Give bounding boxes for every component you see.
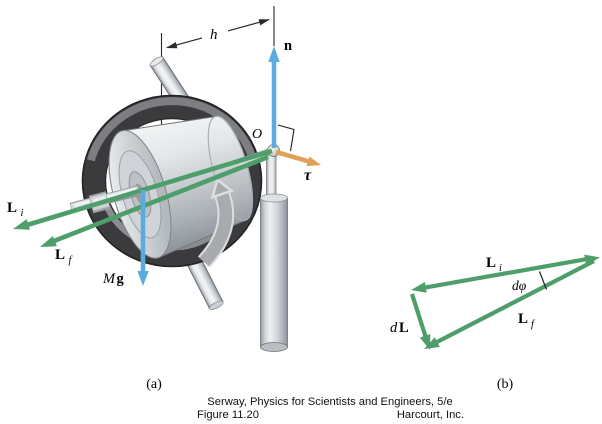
label-L-final-sub: f — [69, 255, 74, 266]
label-O: O — [252, 127, 262, 142]
label-n: n — [284, 38, 292, 54]
ring-inner-surface-top — [87, 97, 257, 162]
caption-publisher: Harcourt, Inc. — [397, 409, 464, 421]
label-L-final-b: L f — [518, 311, 536, 330]
weight-vector — [137, 190, 149, 286]
label-L-initial-b-sub: i — [499, 263, 502, 274]
label-L-final-b-sub: f — [531, 319, 536, 330]
label-Mg-M: M — [102, 271, 116, 287]
label-dphi: dφ — [512, 278, 527, 293]
panel-b-tag: (b) — [497, 377, 514, 392]
L-initial-vector — [13, 148, 273, 230]
pedestal-neck — [266, 154, 277, 199]
pedestal-column — [260, 197, 288, 348]
caption-figure-number: Figure 11.20 — [197, 409, 259, 421]
L-final-vector — [40, 154, 269, 247]
label-L-final: L f — [55, 247, 74, 266]
caption-source: Serway, Physics for Scientists and Engin… — [207, 396, 452, 408]
pedestal-bottom-cap — [260, 342, 288, 352]
label-dL: d L — [390, 320, 409, 336]
label-L-final-b-main: L — [518, 311, 528, 327]
torque-vector — [275, 149, 321, 167]
label-h: h — [210, 27, 218, 43]
spin-direction-arrow — [197, 177, 235, 268]
label-L-initial-b-main: L — [486, 255, 496, 271]
panel-a: h n O τ M g L i L f (a) — [7, 6, 321, 392]
panel-b: L i dφ L f d L (b) — [390, 254, 600, 392]
angle-tick — [538, 271, 548, 290]
label-L-initial-b: L i — [486, 255, 502, 274]
panel-a-tag: (a) — [146, 377, 162, 392]
pedestal-top-cap — [260, 193, 288, 203]
label-L-initial-main: L — [7, 200, 17, 216]
label-L-final-main: L — [55, 247, 65, 263]
pedestal — [260, 144, 288, 352]
h-arrowhead-right — [258, 19, 270, 26]
caption: Serway, Physics for Scientists and Engin… — [197, 396, 464, 421]
normal-force-vector — [268, 46, 280, 148]
label-Mg: M g — [102, 271, 125, 287]
gimbal-stub-top — [149, 56, 191, 108]
label-Mg-g: g — [117, 271, 125, 287]
h-label-backing — [202, 25, 228, 42]
label-dL-L: L — [399, 320, 409, 336]
dL-vector — [409, 293, 431, 350]
label-dL-d: d — [390, 320, 398, 336]
label-L-initial-sub: i — [21, 208, 24, 219]
h-arrowhead-left — [166, 42, 178, 49]
label-L-initial: L i — [7, 200, 24, 219]
label-tau: τ — [304, 167, 312, 184]
gimbal-stub-bottom — [186, 256, 224, 310]
right-angle-marker — [277, 124, 295, 152]
